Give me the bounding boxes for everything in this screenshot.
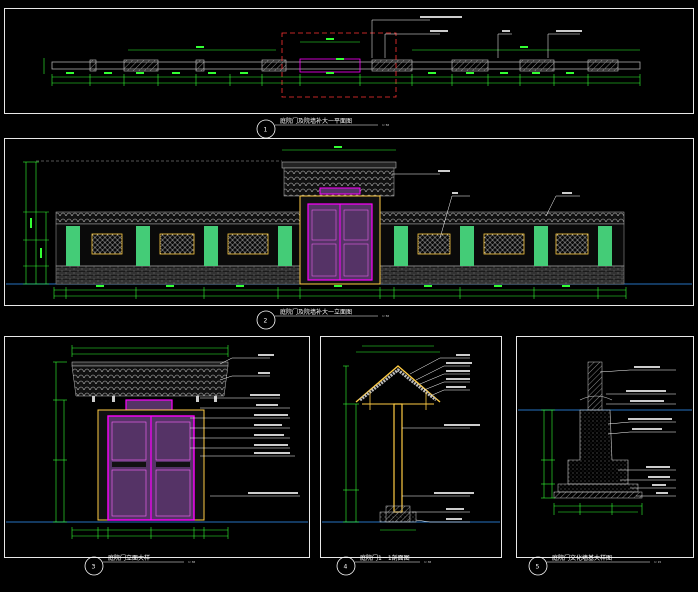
plan-view: 1 庭院门及院墙补大一平面图 1:50	[43, 16, 641, 139]
plan-view-frame	[4, 8, 694, 114]
view-5-number: 5	[536, 564, 540, 571]
view-4-number: 4	[344, 564, 348, 571]
view-2-number: 2	[264, 318, 268, 325]
plan-dimensions	[43, 41, 640, 84]
wall-foundation-view: 5 庭院门文化墙基大样图 1:15	[518, 361, 692, 576]
gate-section-view: 4 庭院门1－1剖面图 1:30	[322, 345, 500, 576]
view-2-number-circle	[256, 310, 276, 330]
view-5-title: 庭院门文化墙基大样图	[552, 554, 612, 562]
right-wall-elevation	[379, 211, 625, 285]
view-3-number: 3	[92, 564, 96, 571]
view-3-title: 庭院门立面大样	[108, 554, 150, 562]
gate-detail-view: 3 庭院门立面大样 1:30	[6, 345, 308, 576]
gate-elevation	[281, 161, 397, 285]
plan-dim-text-marks	[66, 38, 574, 74]
plan-wall	[51, 61, 641, 70]
view-1-title: 庭院门及院墙补大一平面图	[280, 117, 352, 125]
elevation-view-frame	[4, 138, 694, 306]
view-2-title: 庭院门及院墙补大一立面图	[280, 308, 352, 316]
view-4-scale: 1:30	[424, 560, 431, 564]
left-wall-elevation	[55, 211, 303, 285]
view-4-title: 庭院门1－1剖面图	[360, 554, 410, 562]
view-1-number-circle	[256, 119, 276, 139]
elevation-view: 2 庭院门及院墙补大一立面图 1:50	[6, 146, 692, 330]
section-cut-box	[281, 32, 397, 98]
plan-pillars	[89, 59, 619, 72]
plan-dim-ticks	[51, 74, 641, 86]
view-3-scale: 1:30	[188, 560, 195, 564]
view-5-number-circle	[528, 556, 548, 576]
elevation-leader-text-marks	[438, 170, 572, 194]
view-3-number-circle	[84, 556, 104, 576]
plan-gate	[299, 58, 361, 73]
view-4-number-circle	[336, 556, 356, 576]
plan-leaders	[371, 19, 580, 58]
view-1-number: 1	[264, 127, 268, 134]
view-1-scale: 1:50	[382, 123, 389, 127]
elevation-dimensions	[25, 149, 626, 297]
view-5-scale: 1:15	[654, 560, 661, 564]
gate-elevation-detail-frame	[4, 336, 310, 558]
wall-foundation-detail-frame	[516, 336, 694, 558]
elevation-leaders	[391, 173, 580, 239]
elevation-dim-text-marks	[30, 146, 570, 287]
gate-section-frame	[320, 336, 502, 558]
view-2-scale: 1:50	[382, 314, 389, 318]
plan-leader-text-marks	[420, 16, 582, 32]
elevation-dim-ticks	[23, 161, 627, 299]
